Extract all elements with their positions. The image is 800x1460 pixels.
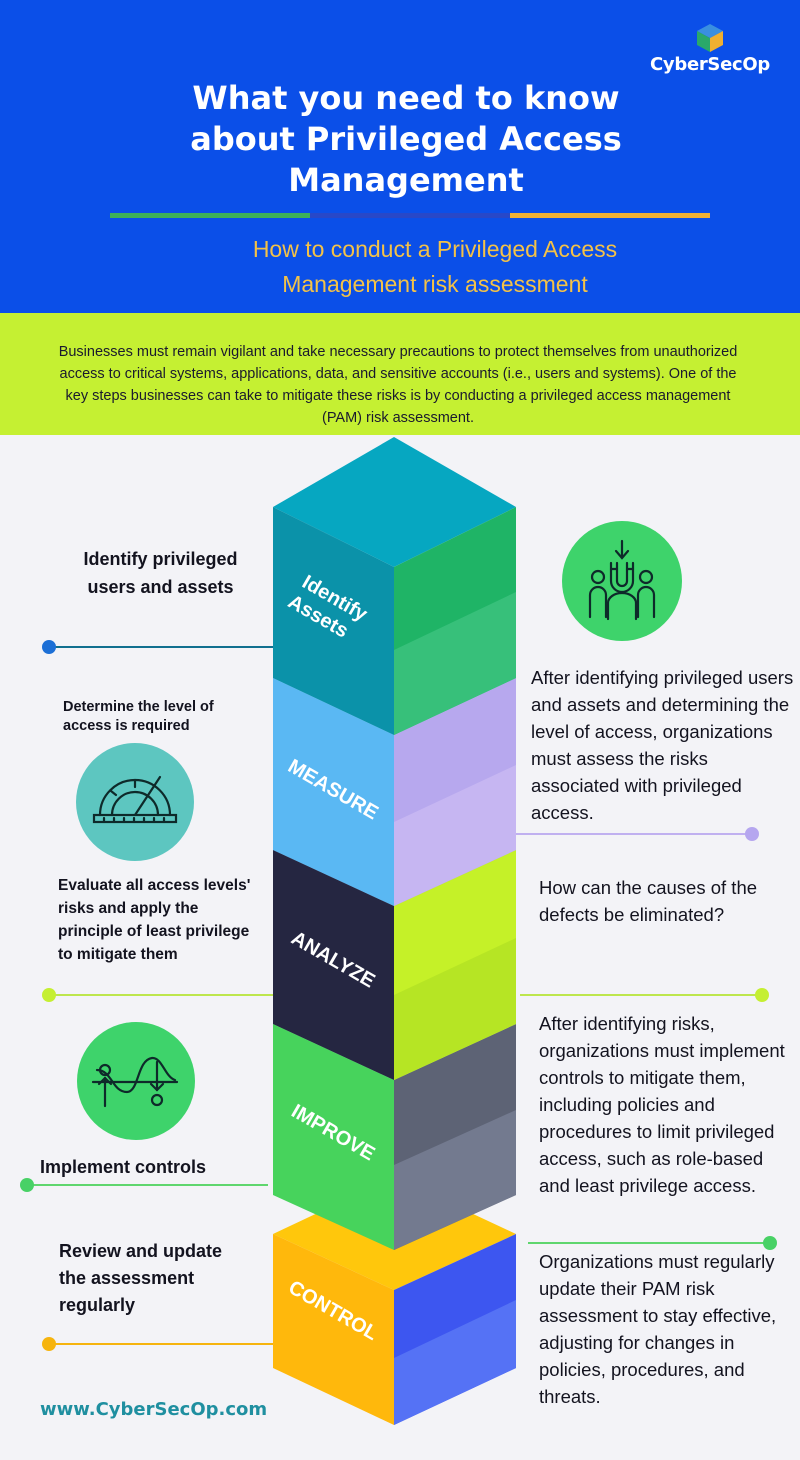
page-title: What you need to know about Privileged A… — [100, 78, 712, 201]
footer-website-link[interactable]: www.CyberSecOp.com — [40, 1399, 268, 1420]
connector-dot — [763, 1236, 777, 1250]
title-line-1: What you need to know — [192, 79, 620, 117]
connector-dot — [20, 1178, 34, 1192]
divider-orange — [510, 213, 710, 218]
brand-logo: CyberSecOp — [650, 22, 770, 75]
cube-identify-assets: Identify Assets — [273, 437, 516, 735]
connector-dot — [745, 827, 759, 841]
connector-dot — [42, 640, 56, 654]
improve-graph-icon — [77, 1022, 195, 1140]
subtitle: How to conduct a Privileged Access Manag… — [200, 232, 670, 302]
label-identify-privileged: Identify privileged users and assets — [83, 549, 238, 597]
label-evaluate-risks: Evaluate all access levels' risks and ap… — [58, 877, 251, 963]
label-implement-controls: Implement controls — [40, 1157, 207, 1177]
magnet-users-icon — [562, 521, 682, 641]
title-line-3: Management — [288, 161, 524, 199]
label-review-update: Review and update the assessment regular… — [59, 1241, 223, 1315]
intro-band: Businesses must remain vigilant and take… — [0, 313, 800, 435]
label-determine-access: Determine the level of access is require… — [63, 699, 214, 734]
text-measure: After identifying privileged users and a… — [531, 667, 794, 823]
connector-dot — [755, 988, 769, 1002]
connector-dot — [42, 1337, 56, 1351]
protractor-icon — [76, 743, 194, 861]
divider-blue — [310, 213, 510, 218]
intro-text: Businesses must remain vigilant and take… — [58, 344, 738, 426]
connector-dot — [42, 988, 56, 1002]
brand-name: CyberSecOp — [650, 54, 770, 75]
text-improve: After identifying risks, organizations m… — [539, 1013, 785, 1196]
header-banner: CyberSecOp What you need to know about P… — [0, 0, 800, 313]
title-line-2: about Privileged Access — [190, 120, 622, 158]
subtitle-line-1: How to conduct a Privileged Access — [252, 236, 618, 262]
subtitle-line-2: Management risk assessment — [282, 271, 588, 297]
text-control: Organizations must regularly update thei… — [539, 1251, 777, 1407]
cube-logo-icon — [697, 24, 723, 52]
text-analyze: How can the causes of the defects be eli… — [539, 877, 758, 925]
divider-green — [110, 213, 310, 218]
